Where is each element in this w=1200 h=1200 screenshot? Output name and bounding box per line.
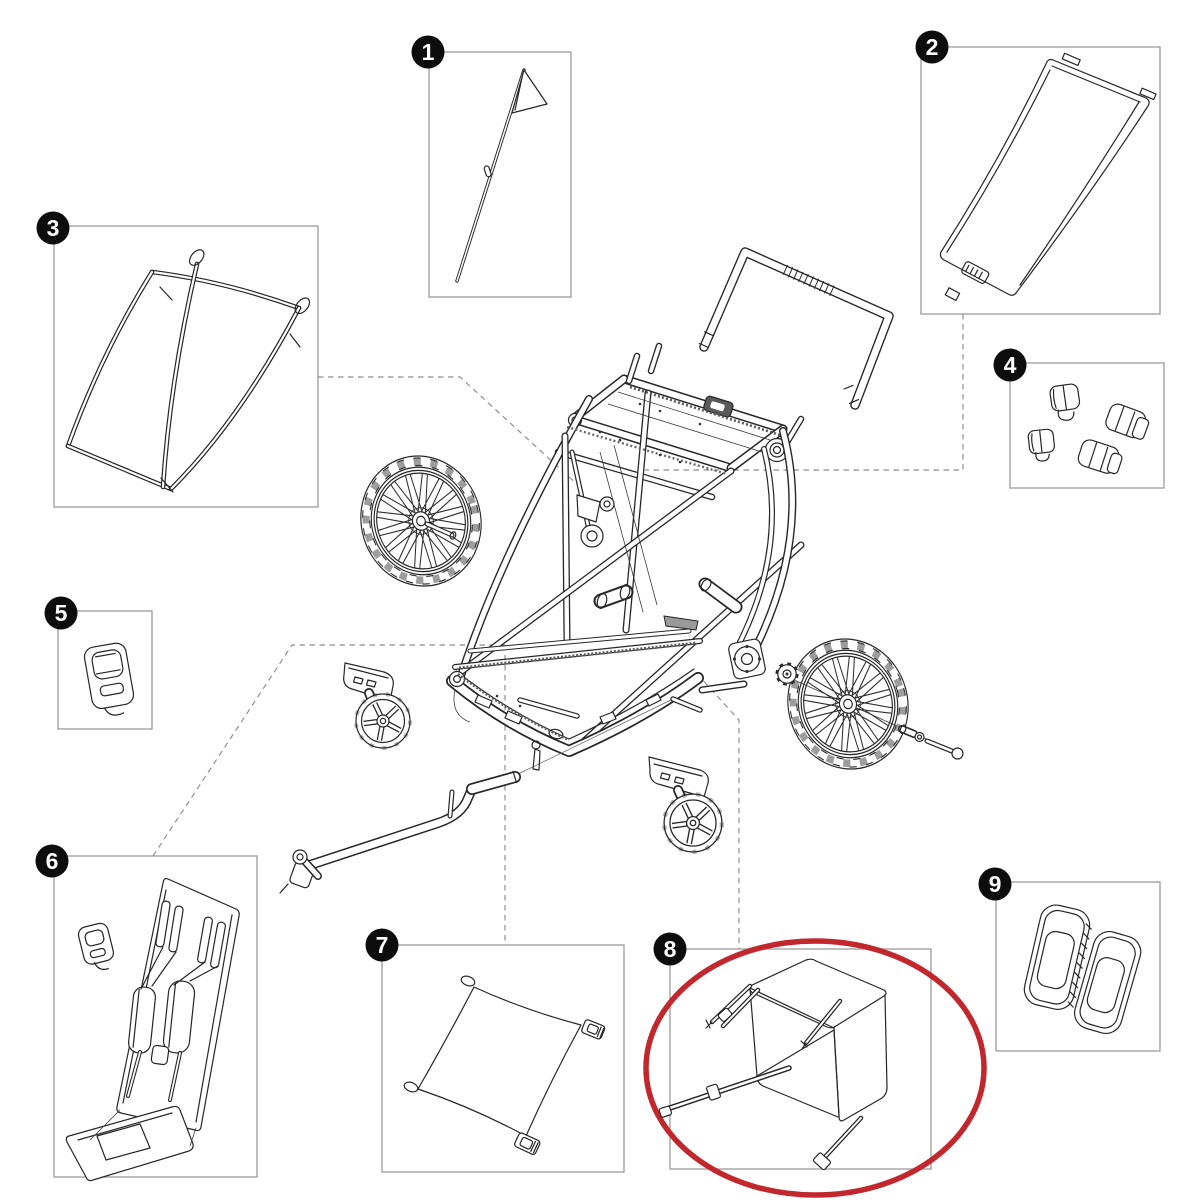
svg-text:6: 6 bbox=[46, 848, 59, 874]
svg-text:3: 3 bbox=[47, 215, 60, 241]
svg-text:1: 1 bbox=[422, 39, 435, 65]
svg-text:9: 9 bbox=[989, 871, 1002, 897]
svg-text:4: 4 bbox=[1004, 352, 1017, 378]
svg-text:7: 7 bbox=[376, 932, 389, 958]
svg-text:2: 2 bbox=[926, 34, 939, 60]
svg-text:5: 5 bbox=[55, 600, 68, 626]
svg-text:8: 8 bbox=[664, 936, 677, 962]
